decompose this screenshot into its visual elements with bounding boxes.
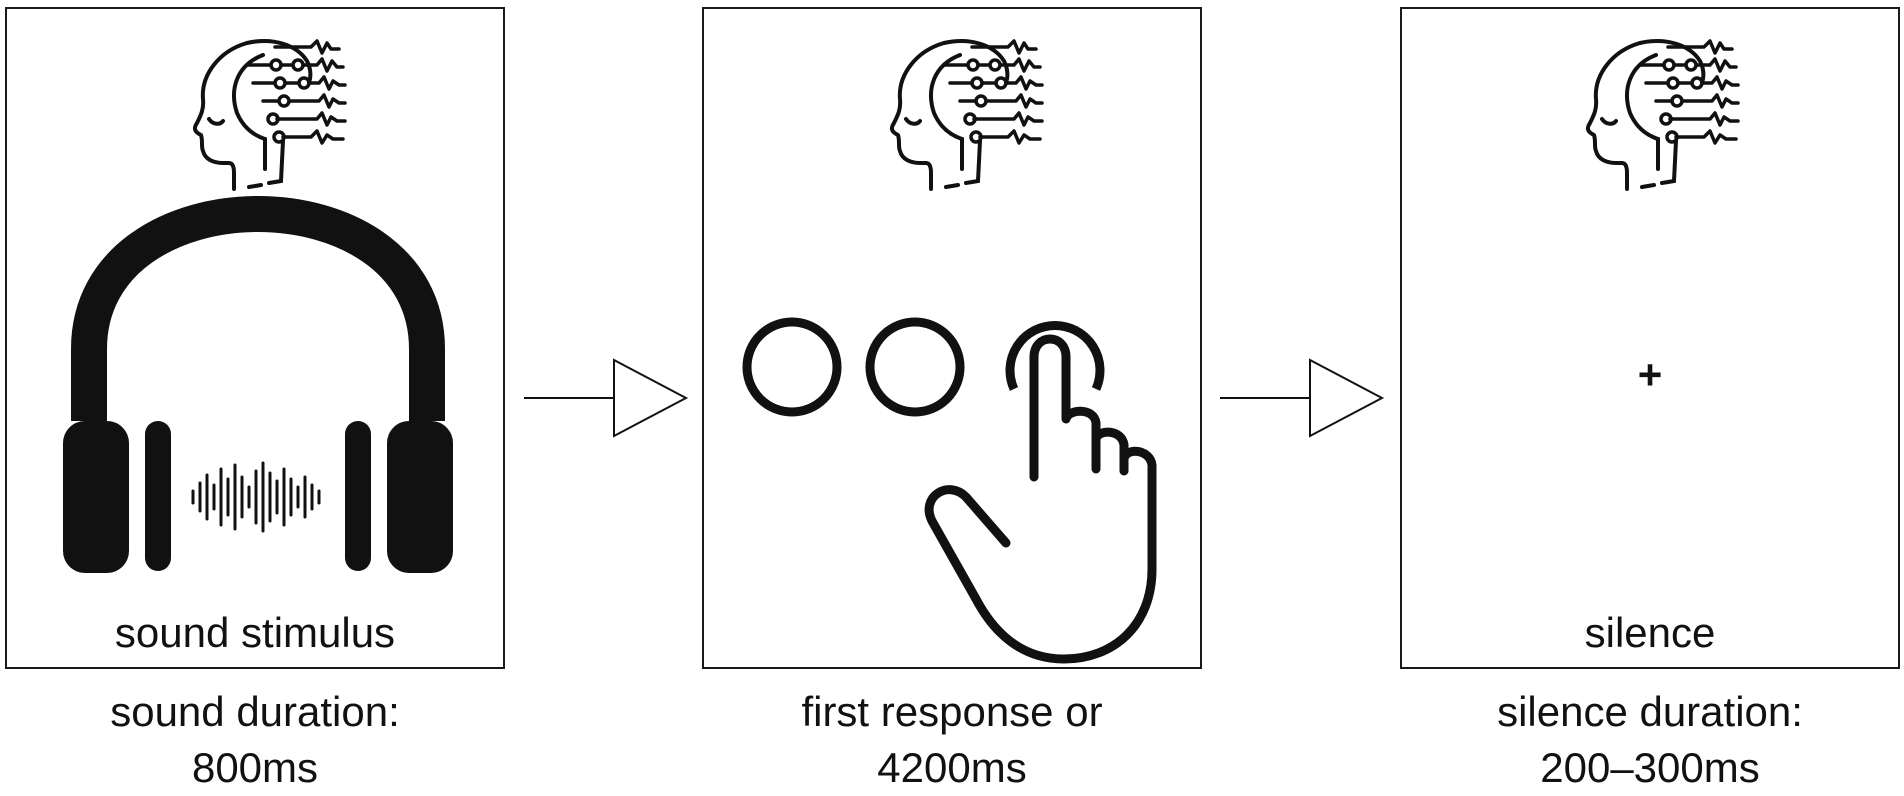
- eeg-head-icon: [192, 39, 347, 191]
- fixation-cross: +: [1638, 351, 1663, 398]
- arrow-right-icon: [1220, 358, 1385, 438]
- response-circle-icon: [742, 317, 842, 417]
- panel-label: silence: [1584, 609, 1716, 656]
- caption-line: 800ms: [191, 744, 319, 791]
- response-panel: [702, 7, 1202, 669]
- duration-caption: sound duration: 800ms: [5, 684, 505, 796]
- response-circle-icon: [1005, 321, 1105, 391]
- hand-pointer-icon: [924, 334, 1157, 664]
- caption-line: silence duration:: [1497, 688, 1803, 735]
- headphones-soundwave-icon: [63, 196, 453, 573]
- duration-caption: first response or 4200ms: [702, 684, 1202, 796]
- sound-stimulus-panel: sound stimulus: [5, 7, 505, 669]
- eeg-head-icon: [889, 39, 1044, 191]
- eeg-head-icon: [1585, 39, 1740, 191]
- panel-label: sound stimulus: [114, 609, 396, 656]
- arrow-right-icon: [524, 358, 689, 438]
- caption-line: first response or: [801, 688, 1103, 735]
- silence-panel: + silence: [1400, 7, 1900, 669]
- caption-line: 4200ms: [877, 744, 1027, 791]
- caption-line: sound duration:: [110, 688, 400, 735]
- caption-line: 200–300ms: [1540, 744, 1760, 791]
- response-circle-icon: [865, 317, 965, 417]
- duration-caption: silence duration: 200–300ms: [1400, 684, 1900, 796]
